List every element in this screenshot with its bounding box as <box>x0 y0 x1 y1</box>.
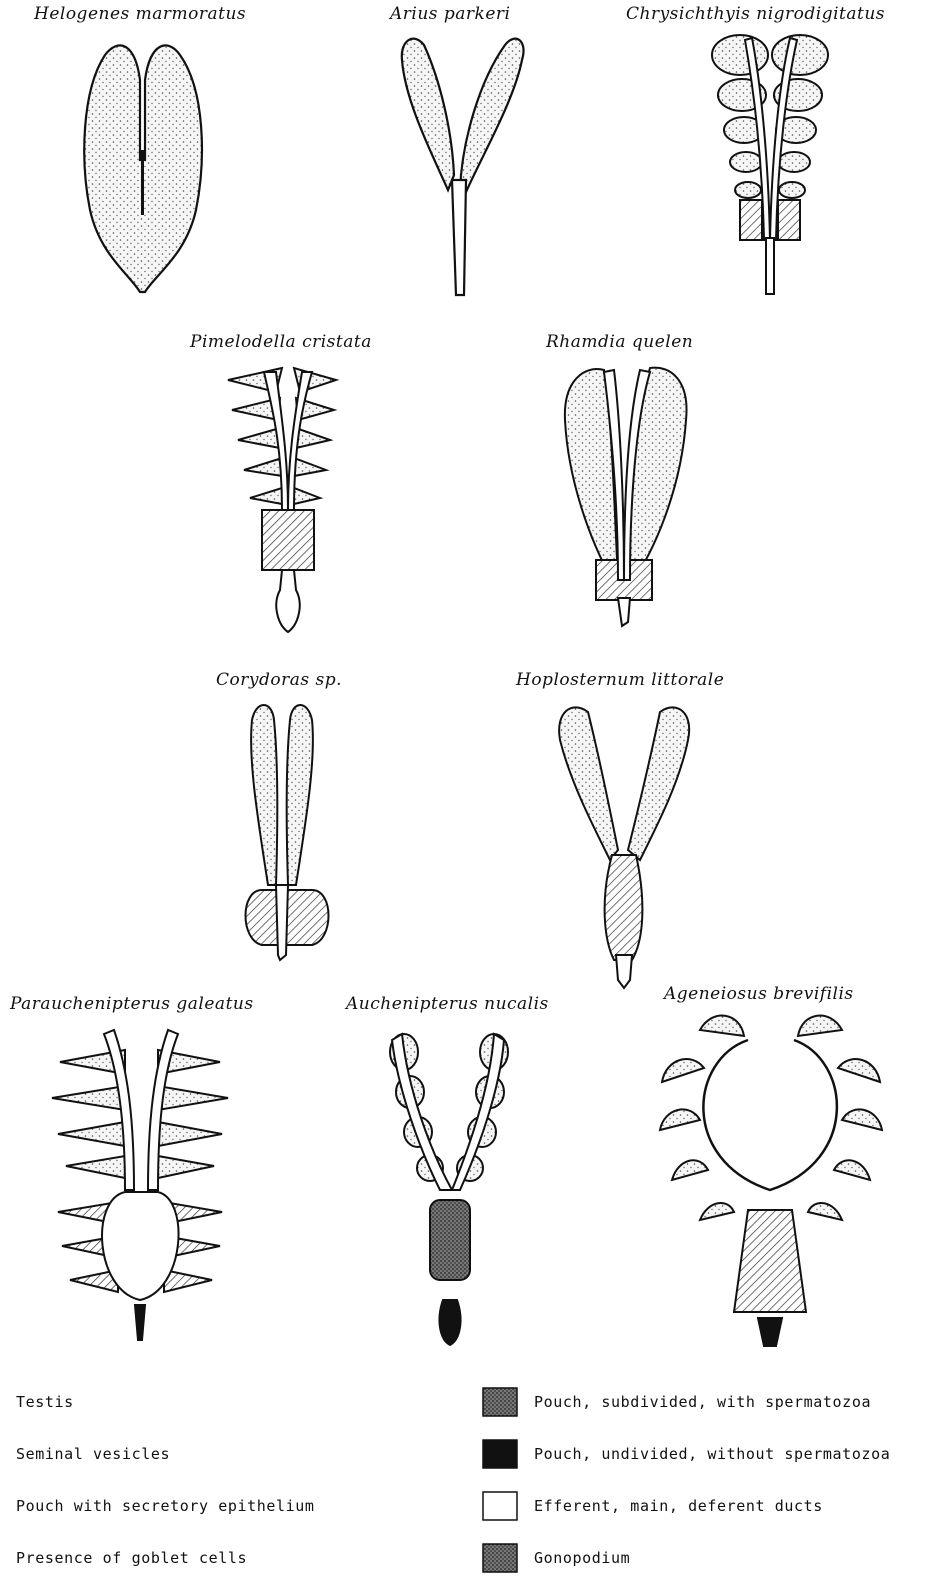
legend-goblet-cells: Presence of goblet cells <box>16 1549 247 1567</box>
diagram-auchenipterus <box>390 1034 508 1345</box>
swatch-pouch-subdivided <box>483 1388 517 1416</box>
legend-gonopodium: Gonopodium <box>534 1549 630 1567</box>
legend-swatches <box>483 1388 517 1572</box>
swatch-pouch-undivided <box>483 1440 517 1468</box>
swatch-ducts <box>483 1492 517 1520</box>
legend-ducts: Efferent, main, deferent ducts <box>534 1497 823 1515</box>
diagram-rhamdia <box>565 368 687 626</box>
diagram-pimelodella <box>228 368 336 632</box>
swatch-gonopodium <box>483 1544 517 1572</box>
diagram-parauchenipterus <box>52 1030 228 1340</box>
legend-pouch-subdivided: Pouch, subdivided, with spermatozoa <box>534 1393 871 1411</box>
legend-pouch-undivided: Pouch, undivided, without spermatozoa <box>534 1445 890 1463</box>
diagram-arius <box>402 39 524 295</box>
legend-pouch-secretory: Pouch with secretory epithelium <box>16 1497 315 1515</box>
diagram-hoplosternum <box>559 707 689 988</box>
legend-seminal-vesicles: Seminal vesicles <box>16 1445 170 1463</box>
diagram-ageneiosus <box>660 1016 882 1346</box>
diagram-corydoras <box>246 705 329 960</box>
legend-testis: Testis <box>16 1393 74 1411</box>
diagram-helogenes <box>84 45 202 292</box>
diagram-chrysichthys <box>712 35 828 294</box>
